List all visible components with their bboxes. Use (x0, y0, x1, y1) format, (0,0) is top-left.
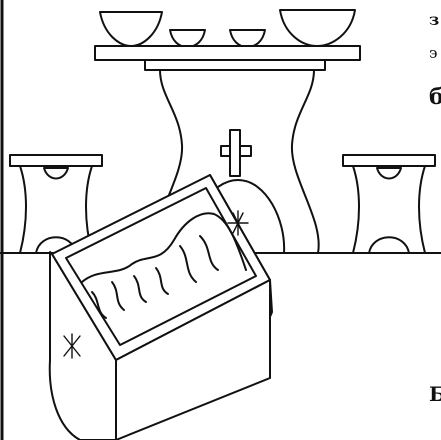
right-stool-seat (342, 154, 436, 167)
pedestal-latch-post (229, 129, 241, 177)
table-apron (144, 59, 326, 71)
margin-text-fragment: Б (429, 382, 441, 406)
bedding-wrinkle-1 (91, 291, 107, 319)
table-top (94, 45, 361, 61)
right-stool-body (352, 165, 426, 254)
left-stool-seat (9, 154, 103, 167)
cradle-bedding (81, 212, 247, 283)
margin-text-fragment: э (429, 44, 438, 62)
left-stool-cutout-top (43, 167, 69, 180)
bedding-wrinkle-3 (133, 275, 147, 303)
bedding-wrinkle-5 (179, 245, 197, 283)
right-stool-cutout-bottom (368, 236, 410, 254)
bedding-wrinkle-2 (111, 281, 125, 311)
bowl-large-right (279, 9, 356, 47)
right-stool-cutout-top (376, 167, 402, 180)
margin-text-fragment: б (429, 84, 441, 110)
bedding-wrinkle-4 (155, 267, 169, 295)
sparkle-mark-top (227, 210, 249, 236)
sparkle-mark-left (63, 333, 81, 359)
bowl-small-left (169, 29, 206, 48)
bedding-wrinkle-6 (199, 235, 219, 271)
margin-text-fragment: з (429, 10, 440, 29)
bowl-large-left (99, 11, 163, 47)
bowl-small-right (229, 29, 266, 48)
cradle-front-panel (115, 279, 271, 440)
